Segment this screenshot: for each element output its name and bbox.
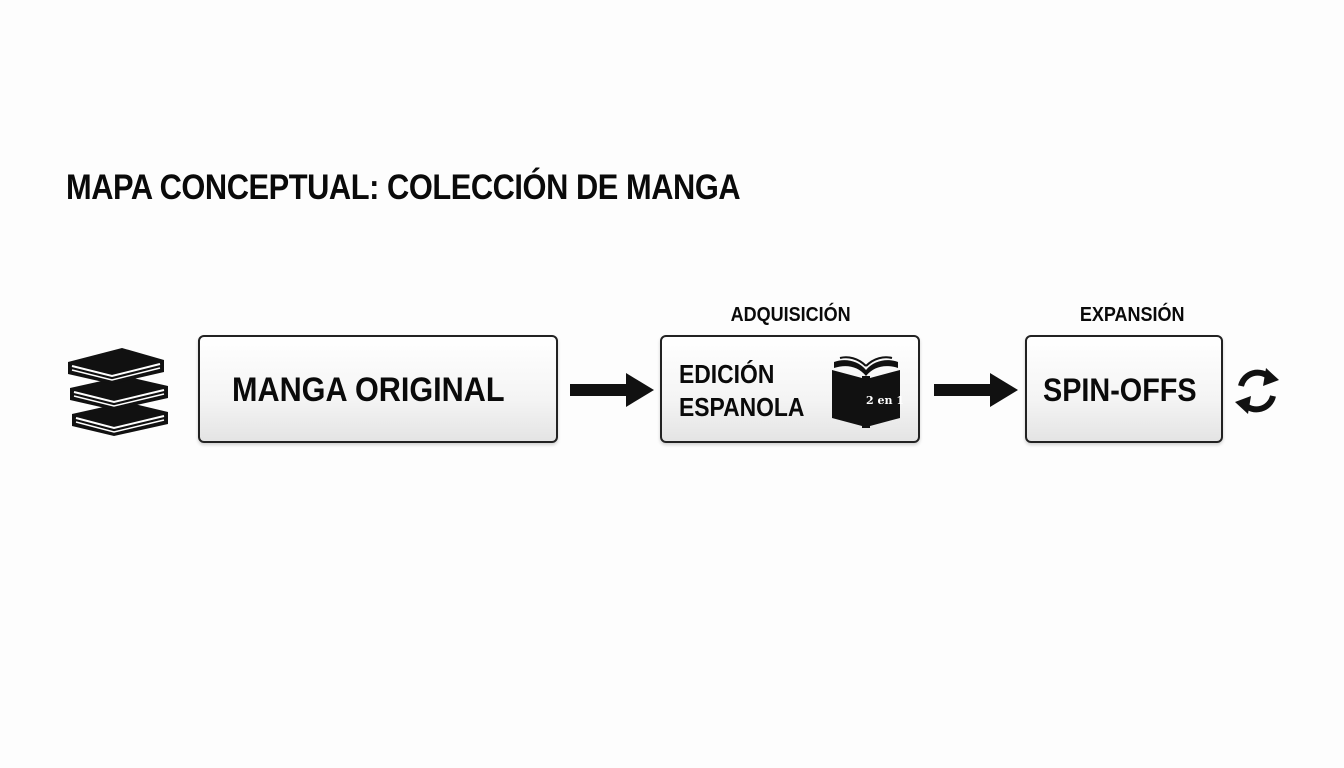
arrow-spanish-to-spinoffs: [934, 373, 1018, 407]
refresh-cycle-icon: [1235, 368, 1279, 414]
node-manga-original: [198, 335, 558, 443]
node-manga-original-label: MANGA ORIGINAL: [232, 371, 505, 409]
book-stack-icon: [68, 348, 168, 436]
page-title: MAPA CONCEPTUAL: COLECCIÓN DE MANGA: [66, 168, 741, 207]
arrow-original-to-spanish: [570, 373, 654, 407]
open-book-icon: 2 en 1: [832, 356, 904, 428]
open-book-icon-label: 2 en 1: [866, 394, 904, 407]
node-spin-offs: [1025, 335, 1223, 443]
node-edicion-espanola-label-line2: ESPANOLA: [679, 392, 805, 422]
stage-label-adquisicion: ADQUISICIÓN: [730, 304, 851, 326]
stage-label-expansion: EXPANSIÓN: [1079, 304, 1185, 326]
node-spin-offs-label: SPIN-OFFS: [1043, 372, 1197, 408]
node-edicion-espanola-label-line1: EDICIÓN: [679, 359, 775, 389]
